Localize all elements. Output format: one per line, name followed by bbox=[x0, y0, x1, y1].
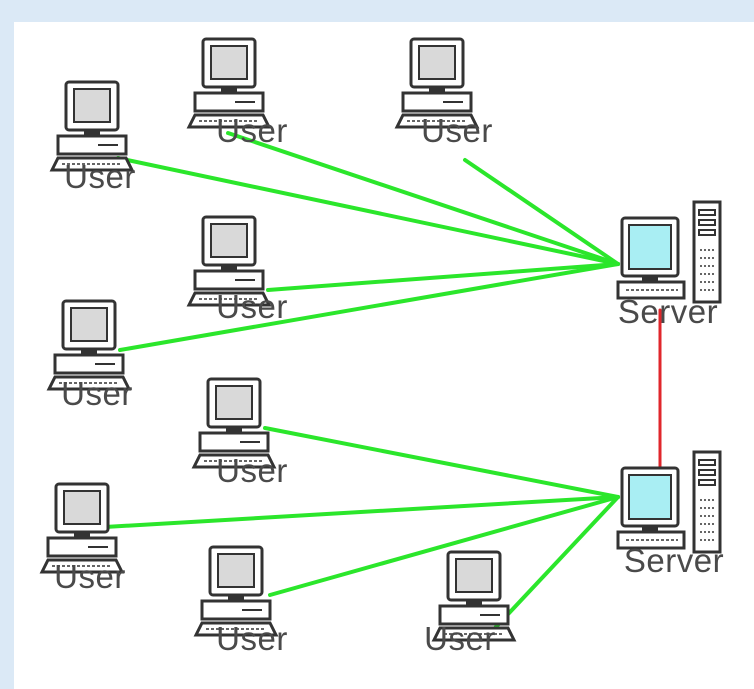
desktop-computer-icon-u8 bbox=[193, 545, 279, 637]
user-label-u3: User bbox=[421, 112, 493, 149]
frame-border-top bbox=[0, 0, 754, 22]
user-label-u4: User bbox=[216, 288, 288, 325]
server-label-s1: Server bbox=[617, 293, 719, 330]
user-link-line-u4 bbox=[266, 262, 620, 292]
desktop-computer-icon-u4 bbox=[186, 215, 272, 307]
server-label-s2: Server bbox=[623, 542, 725, 579]
desktop-computer-icon-u9 bbox=[431, 550, 517, 642]
user-link-line-u7 bbox=[86, 495, 620, 530]
desktop-computer-icon-u3 bbox=[394, 37, 480, 129]
user-label-u1: User bbox=[64, 158, 136, 195]
user-link-line-u6 bbox=[263, 426, 620, 499]
user-link-line-u1 bbox=[116, 156, 620, 266]
desktop-computer-icon-u7 bbox=[39, 482, 125, 574]
frame-border-left bbox=[0, 0, 14, 689]
server-tower-icon-s2 bbox=[616, 450, 722, 554]
user-link-line-u5 bbox=[118, 262, 620, 352]
desktop-computer-icon-u1 bbox=[49, 80, 135, 172]
desktop-computer-icon-u6 bbox=[191, 377, 277, 469]
user-label-u5: User bbox=[61, 375, 133, 412]
user-label-u6: User bbox=[216, 452, 288, 489]
user-link-line-u8 bbox=[268, 495, 620, 597]
nodes-layer bbox=[39, 37, 722, 642]
user-label-u8: User bbox=[216, 620, 288, 657]
user-label-u2: User bbox=[216, 112, 288, 149]
links-layer bbox=[86, 131, 662, 630]
user-label-u7: User bbox=[54, 558, 126, 595]
user-link-line-u3 bbox=[463, 158, 620, 266]
server-tower-icon-s1 bbox=[616, 200, 722, 304]
user-label-u9: User bbox=[424, 620, 496, 657]
user-link-line-u9 bbox=[493, 495, 620, 630]
desktop-computer-icon-u2 bbox=[186, 37, 272, 129]
desktop-computer-icon-u5 bbox=[46, 299, 132, 391]
user-link-line-u2 bbox=[226, 131, 620, 266]
